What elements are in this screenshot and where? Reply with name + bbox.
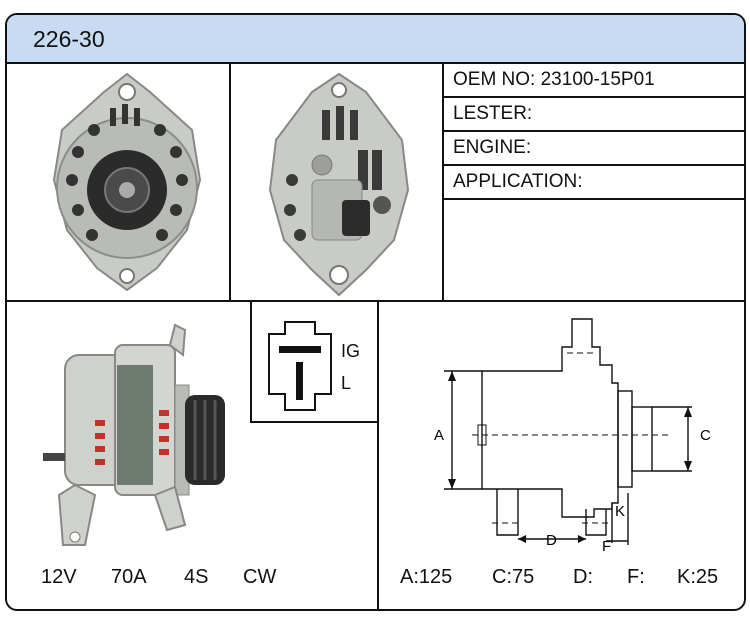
dimension-k-value: K:25 <box>677 566 719 588</box>
spec-row-application: APPLICATION: <box>444 164 744 200</box>
dimension-c-value: C:75 <box>492 566 535 588</box>
spec-engine: ENGINE: <box>453 137 532 158</box>
spec-application: APPLICATION: <box>453 171 583 192</box>
connector-pin-l: L <box>341 373 352 393</box>
spec-row-oem: OEM NO: 23100-15P01 <box>444 62 744 98</box>
alternator-front-view-image <box>52 72 202 292</box>
divider <box>250 300 252 422</box>
product-sheet: 226-30 OEM NO: 23100-15P01 LESTER: ENGIN… <box>5 13 746 611</box>
divider <box>250 421 378 423</box>
dimension-label-k: K <box>615 503 625 520</box>
spec-row-lester: LESTER: <box>444 96 744 132</box>
rotation-value: CW <box>243 566 277 588</box>
pulley-value: 4S <box>184 566 209 588</box>
connector-pin-ig: IG <box>341 341 361 361</box>
divider <box>377 300 379 609</box>
dimension-f-value: F: <box>627 566 645 588</box>
alternator-rear-view-image <box>268 72 410 297</box>
voltage-value: 12V <box>41 566 77 588</box>
dimension-label-d: D <box>546 532 557 549</box>
spec-oem: OEM NO: 23100-15P01 <box>453 69 655 90</box>
dimension-label-f: F <box>602 538 611 553</box>
header-bar: 226-30 <box>7 15 744 64</box>
dimension-label-a: A <box>434 427 444 444</box>
amperage-value: 70A <box>111 566 147 588</box>
alternator-side-view-image <box>43 323 225 546</box>
dimension-drawing: A C D F K <box>434 318 711 553</box>
spec-row-engine: ENGINE: <box>444 130 744 166</box>
part-number-title: 226-30 <box>33 26 105 52</box>
divider <box>229 62 231 301</box>
dimension-label-c: C <box>700 427 711 444</box>
dimension-a-value: A:125 <box>400 566 453 588</box>
divider <box>7 300 744 302</box>
divider <box>442 62 444 301</box>
spec-lester: LESTER: <box>453 103 533 124</box>
dimension-d-value: D: <box>573 566 593 588</box>
connector-plug-icon <box>268 321 332 411</box>
